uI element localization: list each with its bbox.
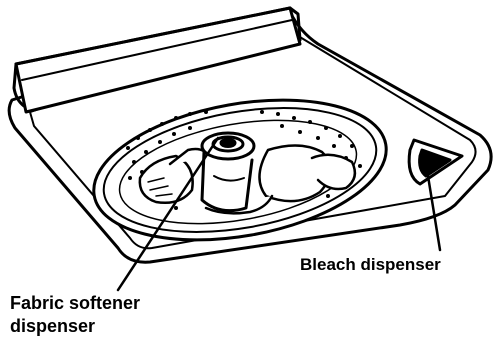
fabric-softener-label: Fabric softener dispenser — [10, 292, 140, 337]
fabric-softener-label-line2: dispenser — [10, 315, 140, 338]
bleach-leader-line — [428, 176, 440, 250]
fabric-softener-dispenser — [202, 133, 254, 211]
bleach-dispenser-label: Bleach dispenser — [300, 254, 441, 275]
fabric-softener-label-line1: Fabric softener — [10, 292, 140, 315]
lid-hinge-bar — [14, 8, 300, 112]
bleach-dispenser — [409, 140, 462, 184]
